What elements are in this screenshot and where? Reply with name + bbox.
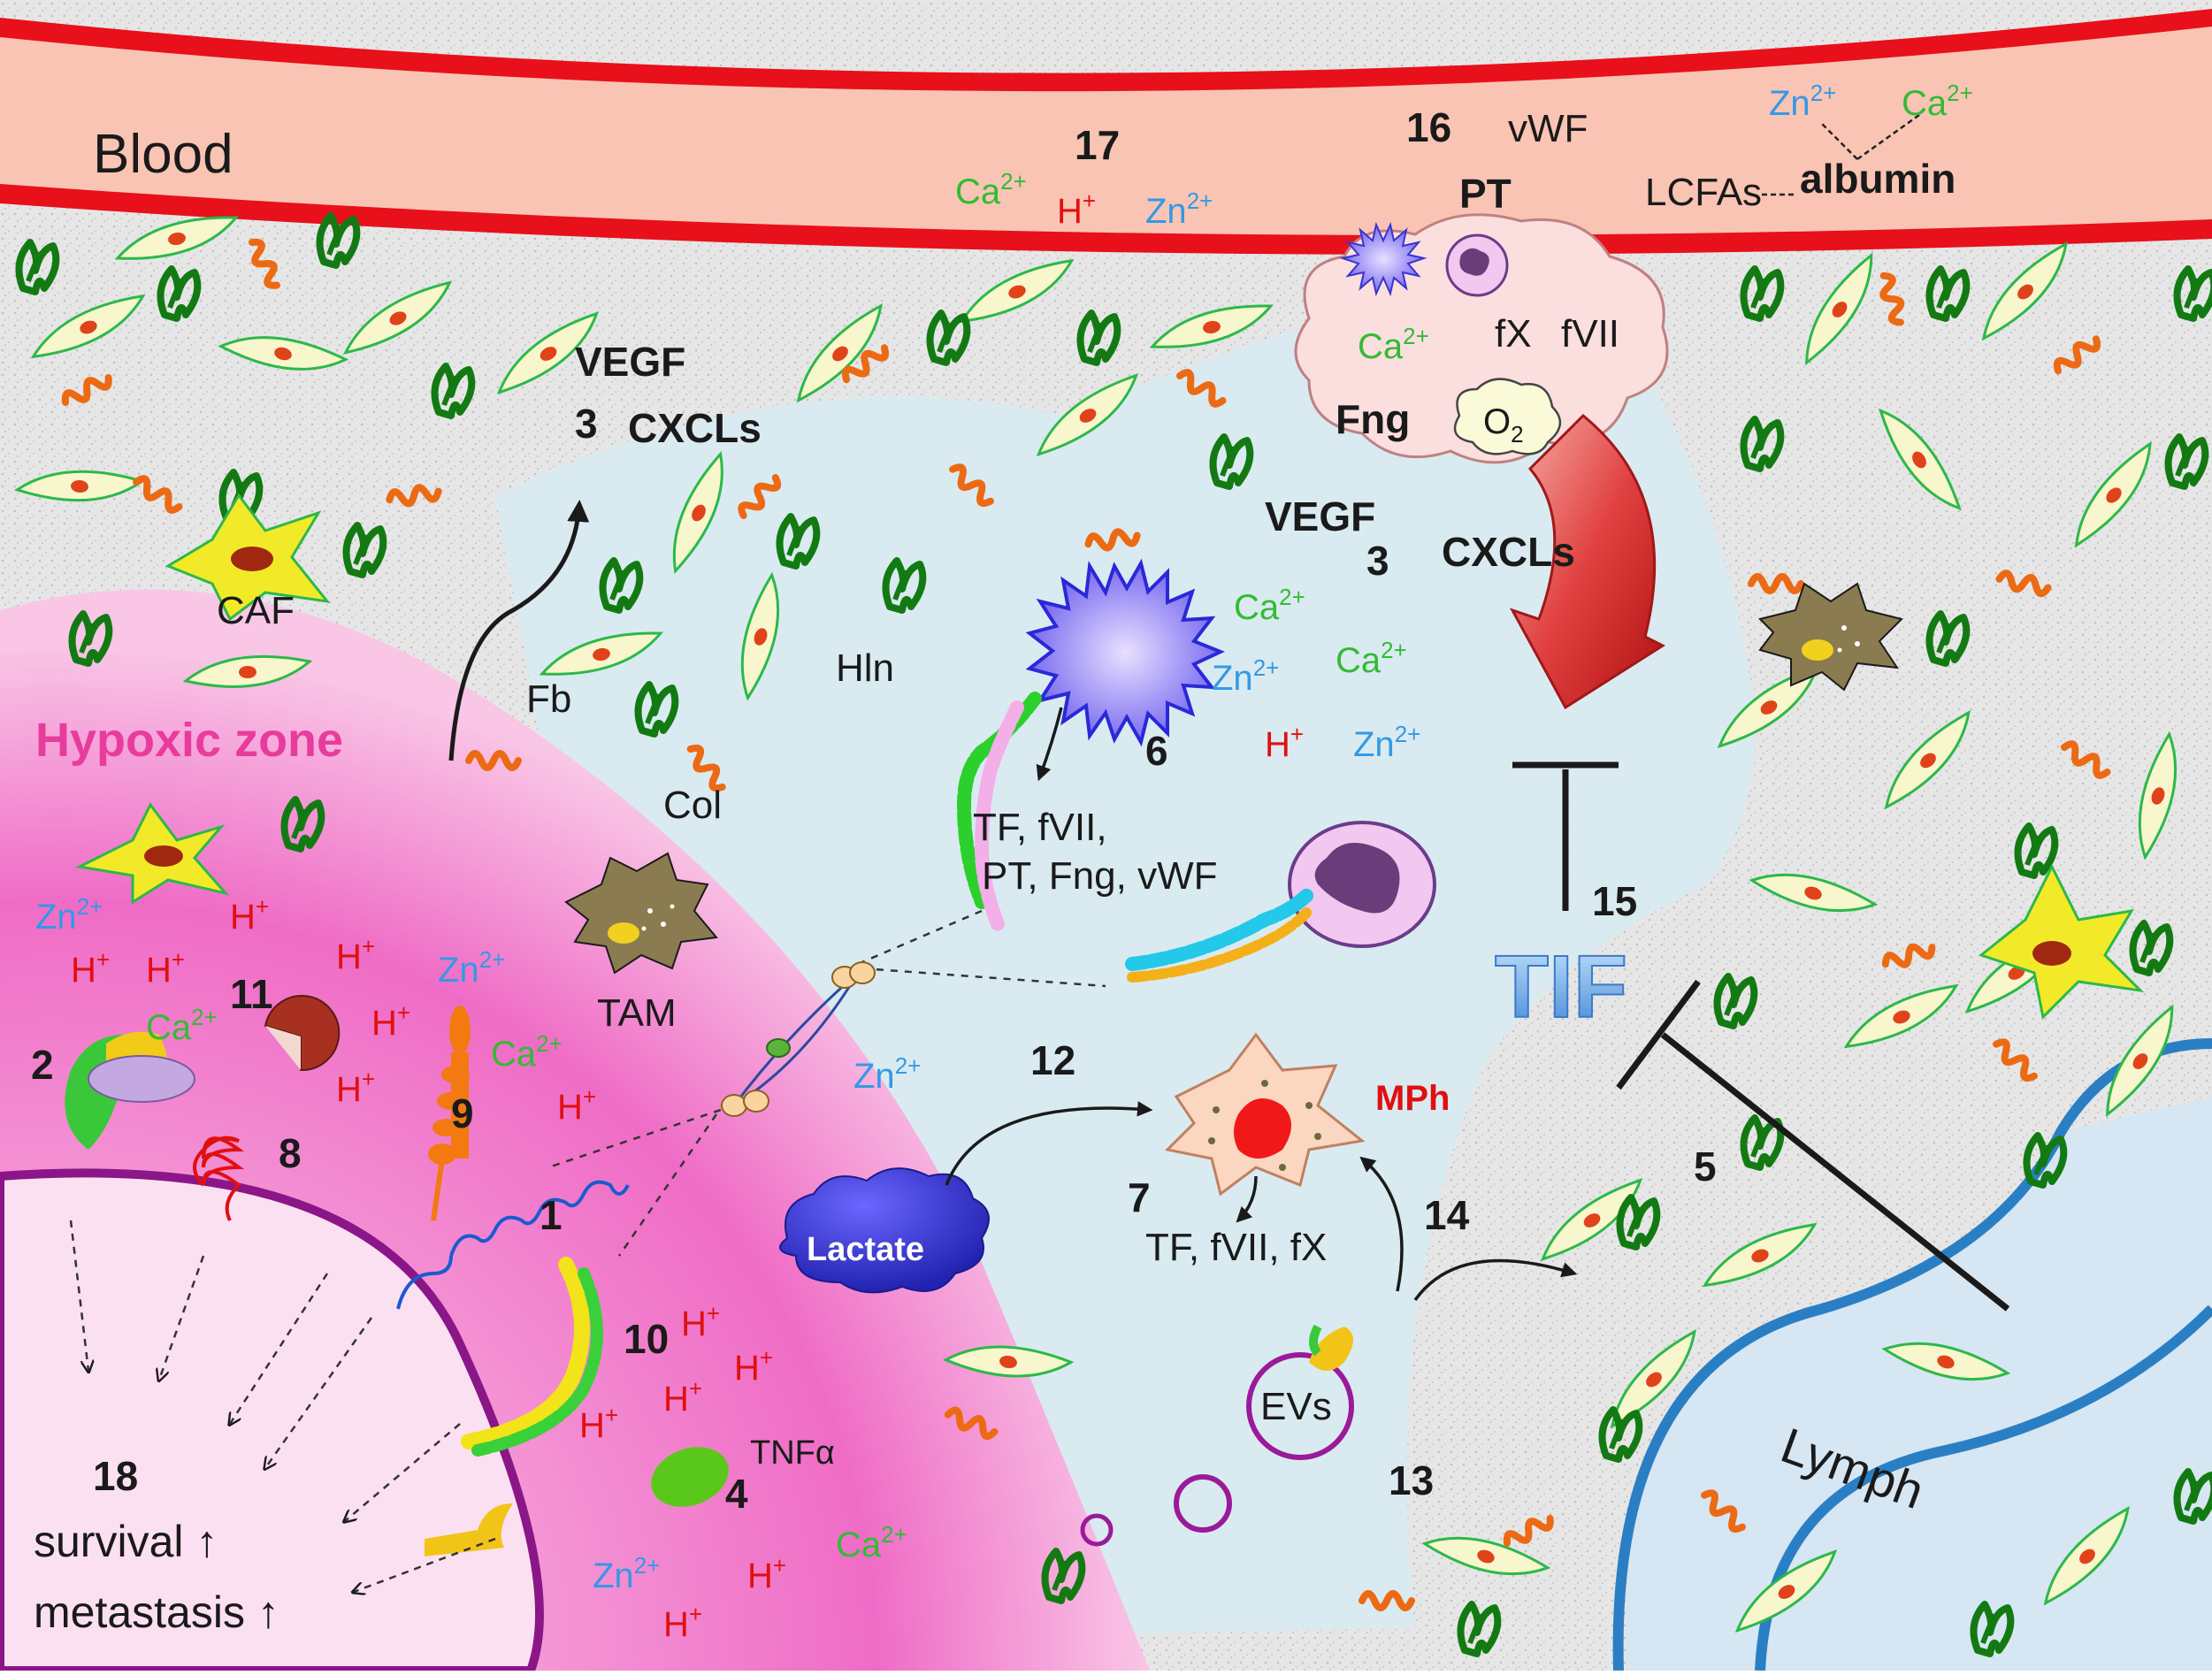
step-number-17: 17 [1075, 122, 1120, 168]
evs-label: EVs [1260, 1385, 1332, 1428]
step-number-4: 4 [725, 1471, 748, 1517]
vegf-right-label: VEGF [1265, 493, 1375, 539]
step-number-10: 10 [624, 1316, 669, 1362]
vwf-label: vWF [1508, 107, 1588, 150]
neutrophil-icon [1447, 235, 1507, 295]
col-label: Col [663, 784, 722, 827]
step-number-6: 6 [1145, 728, 1168, 774]
step-number-7: 7 [1128, 1174, 1151, 1220]
vegf-left-label: VEGF [575, 339, 685, 385]
hypoxic-zone-label: Hypoxic zone [35, 714, 343, 767]
step-number-12: 12 [1030, 1037, 1075, 1083]
survival-label: survival ↑ [34, 1517, 218, 1566]
albumin-label: albumin [1800, 156, 1956, 202]
cxcls-right-label: CXCLs [1442, 529, 1575, 575]
step-number-16: 16 [1406, 104, 1451, 150]
factors-6-line1: TF, fVII, [973, 806, 1107, 849]
lactate-label: Lactate [807, 1231, 924, 1268]
fng-label: Fng [1336, 396, 1410, 442]
caf-label: CAF [217, 589, 295, 632]
tam-label: TAM [597, 991, 677, 1035]
metastasis-label: metastasis ↑ [34, 1587, 279, 1637]
step-number-8: 8 [279, 1130, 302, 1176]
factors-7: TF, fVII, fX [1145, 1226, 1327, 1269]
step-number-14: 14 [1424, 1192, 1470, 1238]
step-number-5: 5 [1694, 1143, 1717, 1189]
step-number-18: 18 [93, 1453, 138, 1499]
mph-label: MPh [1375, 1079, 1450, 1118]
step-number-3-right: 3 [1366, 538, 1389, 584]
factors-6-line2: PT, Fng, vWF [982, 854, 1217, 898]
step-number-2: 2 [31, 1042, 54, 1088]
fb-label: Fb [526, 677, 571, 721]
fx-label: fX [1495, 312, 1532, 356]
step-number-11: 11 [230, 971, 273, 1017]
blood-label: Blood [93, 124, 233, 185]
step-number-15: 15 [1592, 878, 1637, 924]
step-number-9: 9 [451, 1090, 474, 1136]
step-number-3-left: 3 [575, 401, 598, 447]
step-number-13: 13 [1389, 1457, 1434, 1503]
pt-label: PT [1459, 171, 1512, 217]
hln-label: Hln [836, 646, 894, 690]
fvii-label: fVII [1561, 312, 1619, 356]
step-number-1: 1 [540, 1192, 563, 1238]
tif-label: TIF [1495, 937, 1627, 1036]
cxcls-left-label: CXCLs [628, 405, 762, 451]
neutrophil-icon [1290, 822, 1435, 946]
lcfas-label: LCFAs [1645, 171, 1762, 214]
tnf-alpha-label: TNFα [750, 1434, 835, 1472]
